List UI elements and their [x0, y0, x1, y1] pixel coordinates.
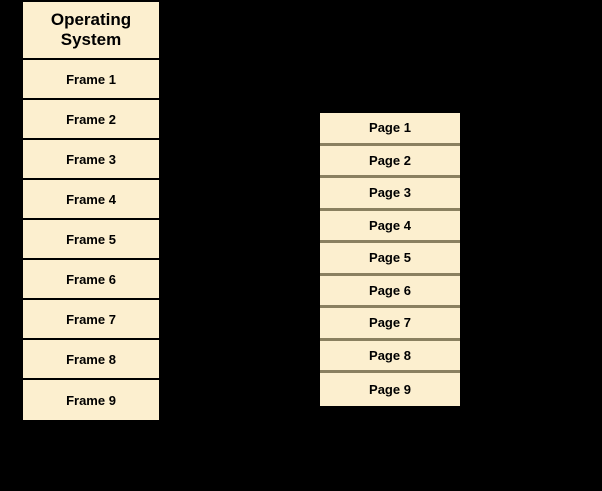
frame-cell-1[interactable]: Frame 1	[23, 60, 159, 100]
frame-cell-6[interactable]: Frame 6	[23, 260, 159, 300]
page-cell-9[interactable]: Page 9	[320, 373, 460, 406]
page-label: Page 6	[369, 282, 411, 298]
page-cell-7[interactable]: Page 7	[320, 308, 460, 341]
frame-cell-4[interactable]: Frame 4	[23, 180, 159, 220]
frame-cell-3[interactable]: Frame 3	[23, 140, 159, 180]
logical-pages-column: Page 1 Page 2 Page 3 Page 4 Page 5 Page …	[320, 113, 460, 406]
page-cell-1[interactable]: Page 1	[320, 113, 460, 146]
frame-label: Frame 1	[66, 71, 116, 87]
page-cell-5[interactable]: Page 5	[320, 243, 460, 276]
page-label: Page 3	[369, 185, 411, 201]
frame-label: Frame 2	[66, 111, 116, 127]
page-cell-8[interactable]: Page 8	[320, 340, 460, 373]
page-label: Page 4	[369, 217, 411, 233]
page-label: Page 7	[369, 315, 411, 331]
frame-cell-8[interactable]: Frame 8	[23, 340, 159, 380]
frame-cell-5[interactable]: Frame 5	[23, 220, 159, 260]
frame-cell-2[interactable]: Frame 2	[23, 100, 159, 140]
frame-label: Frame 4	[66, 191, 116, 207]
page-cell-4[interactable]: Page 4	[320, 210, 460, 243]
frame-cell-9[interactable]: Frame 9	[23, 380, 159, 420]
page-cell-3[interactable]: Page 3	[320, 178, 460, 211]
frame-label: Frame 8	[66, 351, 116, 367]
page-label: Page 8	[369, 347, 411, 363]
page-label: Page 5	[369, 250, 411, 266]
page-cell-6[interactable]: Page 6	[320, 275, 460, 308]
page-label: Page 1	[369, 120, 411, 136]
frame-label: Frame 3	[66, 151, 116, 167]
physical-memory-column: Operating System Frame 1 Frame 2 Frame 3…	[21, 0, 161, 422]
frame-cell-7[interactable]: Frame 7	[23, 300, 159, 340]
page-cell-2[interactable]: Page 2	[320, 145, 460, 178]
page-label: Page 9	[369, 381, 411, 397]
page-label: Page 2	[369, 152, 411, 168]
frame-label: Frame 7	[66, 311, 116, 327]
frame-label: Frame 5	[66, 231, 116, 247]
operating-system-header: Operating System	[23, 2, 159, 60]
frame-label: Frame 6	[66, 271, 116, 287]
frame-label: Frame 9	[66, 392, 116, 408]
